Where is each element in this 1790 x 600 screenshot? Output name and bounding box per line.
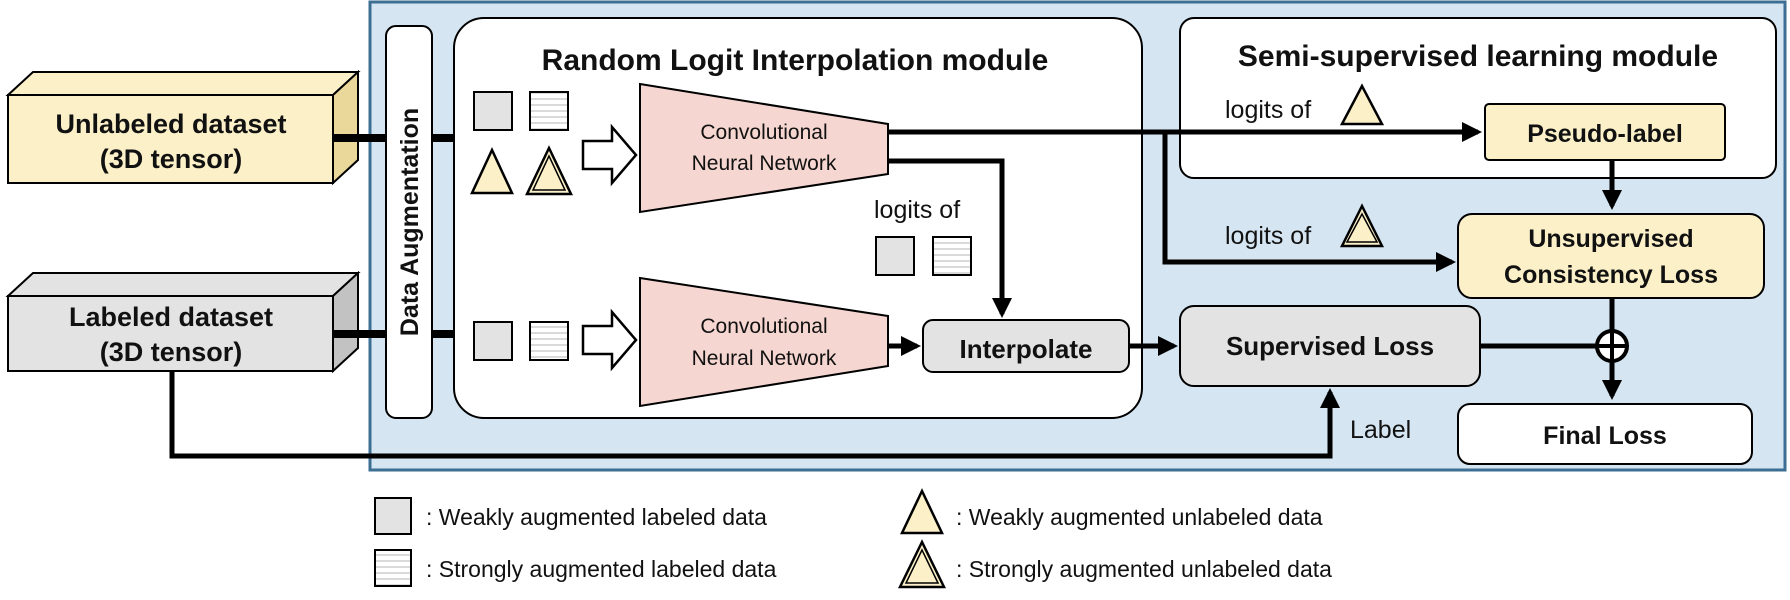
rli-module-title: Random Logit Interpolation module [542, 44, 1049, 77]
unlabeled-dataset-box: Unlabeled dataset (3D tensor) [5, 69, 361, 186]
double-triangle-icon [897, 539, 947, 589]
block-arrow-icon [581, 308, 638, 372]
pseudo-label-text: Pseudo-label [1527, 120, 1683, 148]
cnn-bottom-label-line2: Neural Network [692, 347, 837, 370]
plain-triangle-icon [900, 488, 944, 535]
double-triangle-icon-inner [1345, 212, 1379, 243]
data-augmentation-box [385, 25, 433, 419]
labeled-dataset-box: Labeled dataset (3D tensor) [5, 270, 361, 374]
cnn-top [639, 82, 889, 214]
final-loss-text: Final Loss [1543, 422, 1667, 450]
unsupervised-loss-line2: Consistency Loss [1504, 261, 1718, 289]
final-loss-box [1457, 403, 1753, 465]
plain-square-icon [473, 321, 513, 361]
unsupervised-loss-line1: Unsupervised [1528, 225, 1693, 253]
striped-square-icon [932, 236, 972, 276]
block-arrow-icon [581, 123, 638, 187]
legend-strong-labeled: : Strongly augmented labeled data [426, 556, 777, 582]
ssl-module-title: Semi-supervised learning module [1238, 40, 1718, 73]
cnn-to-unsupervised-loss-arrow [1162, 132, 1456, 272]
legend-strong-unlabeled: : Strongly augmented unlabeled data [956, 556, 1332, 582]
double-triangle-icon [525, 145, 573, 196]
plain-square-icon [374, 497, 412, 535]
sum-node-icon [1595, 329, 1629, 363]
interpolate-label: Interpolate [960, 334, 1093, 364]
unsup-logits-label: logits of [1225, 222, 1311, 250]
ssl-logits-label: logits of [1225, 96, 1311, 124]
striped-square-icon [529, 91, 569, 131]
plain-square-icon [875, 236, 915, 276]
unlabeled-dataset-subtitle: (3D tensor) [100, 144, 243, 174]
data-augmentation-label: Data Augmentation [396, 108, 424, 336]
cnn-top-label-line2: Neural Network [692, 152, 837, 175]
striped-square-icon [529, 321, 569, 361]
striped-square-icon [374, 549, 412, 587]
cnn-bottom [639, 276, 889, 408]
legend: : Weakly augmented labeled data : Strong… [374, 488, 1332, 589]
legend-weak-labeled: : Weakly augmented labeled data [426, 504, 767, 530]
cnn-bottom-label-line1: Convolutional [700, 315, 827, 338]
label-arrow [169, 371, 1340, 459]
rli-logits-label: logits of [874, 196, 960, 224]
plain-square-icon [473, 91, 513, 131]
cnn-top-to-interpolate-arrow [888, 158, 1012, 318]
unlabeled-dataset-title: Unlabeled dataset [55, 109, 286, 139]
plain-triangle-icon [1339, 83, 1385, 126]
label-text: Label [1350, 416, 1411, 444]
legend-weak-unlabeled: : Weakly augmented unlabeled data [956, 504, 1323, 530]
pseudo-label-box [1484, 103, 1726, 161]
supervised-loss-text: Supervised Loss [1226, 331, 1434, 361]
cnn-top-label-line1: Convolutional [700, 121, 827, 144]
rli-module-box [453, 17, 1143, 419]
labeled-dataset-subtitle: (3D tensor) [100, 337, 243, 367]
plain-triangle-icon [470, 147, 514, 195]
labeled-dataset-title: Labeled dataset [69, 302, 273, 332]
